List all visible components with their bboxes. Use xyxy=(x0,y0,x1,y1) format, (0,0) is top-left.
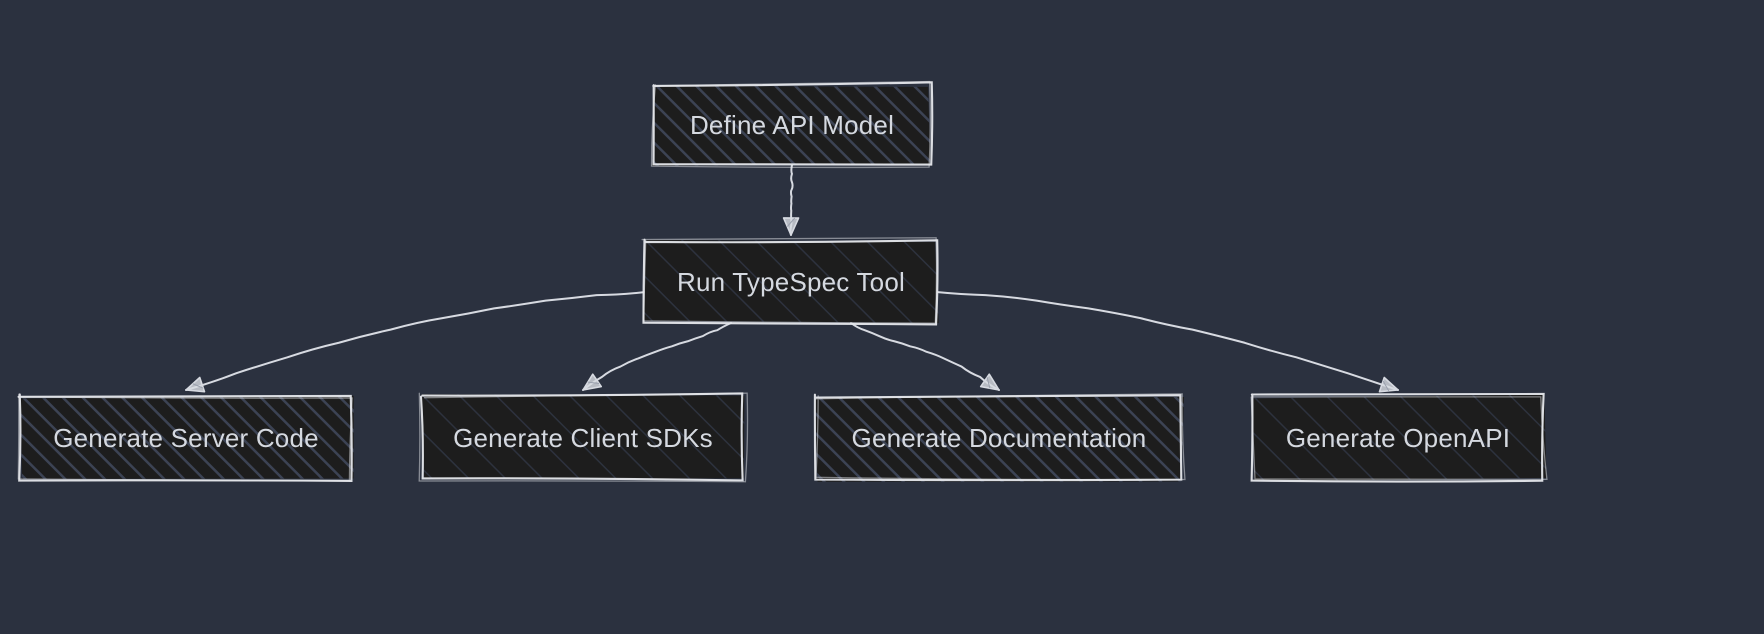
node-label-generate-server-code: Generate Server Code xyxy=(53,422,319,453)
node-label-define-api-model: Define API Model xyxy=(689,109,895,140)
node-label-run-typespec-tool: Run TypeSpec Tool xyxy=(677,266,905,297)
node-shape-run-typespec-tool xyxy=(645,241,939,323)
node-shape-generate-server-code xyxy=(20,396,354,480)
node-label-generate-documentation: Generate Documentation xyxy=(851,422,1147,453)
node-label-generate-openapi: Generate OpenAPI xyxy=(1285,422,1511,453)
node-generate-openapi[interactable]: Generate OpenAPI xyxy=(1252,396,1544,480)
node-shape-generate-openapi xyxy=(1252,396,1544,480)
node-define-api-model[interactable]: Define API Model xyxy=(654,85,930,165)
node-shape-generate-documentation xyxy=(816,396,1182,482)
node-shape-generate-client-sdks xyxy=(422,396,744,480)
node-run-typespec-tool[interactable]: Run TypeSpec Tool xyxy=(645,241,939,323)
node-generate-client-sdks[interactable]: Generate Client SDKs xyxy=(422,396,744,480)
node-shape-define-api-model xyxy=(654,85,930,165)
node-label-generate-client-sdks: Generate Client SDKs xyxy=(453,422,713,453)
node-generate-server-code[interactable]: Generate Server Code xyxy=(20,396,354,480)
node-generate-documentation[interactable]: Generate Documentation xyxy=(816,396,1182,482)
